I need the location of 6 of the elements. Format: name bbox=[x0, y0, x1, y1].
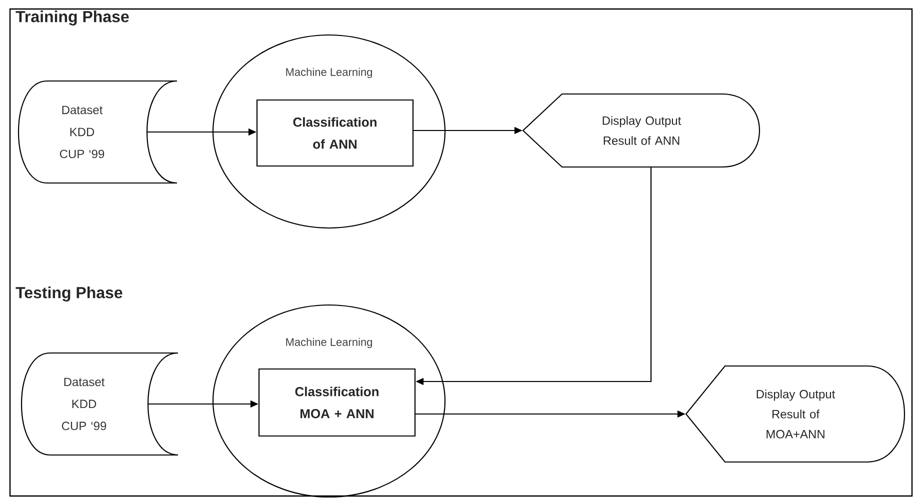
process-box: Classification MOA + ANN bbox=[258, 368, 416, 437]
process-box: Classification of ANN bbox=[256, 99, 414, 167]
ellipse-heading: Machine Learning bbox=[286, 68, 372, 78]
section-heading: Testing Phase bbox=[16, 286, 122, 302]
ellipse-heading: Machine Learning bbox=[286, 338, 372, 348]
section-heading: Training Phase bbox=[16, 10, 129, 26]
